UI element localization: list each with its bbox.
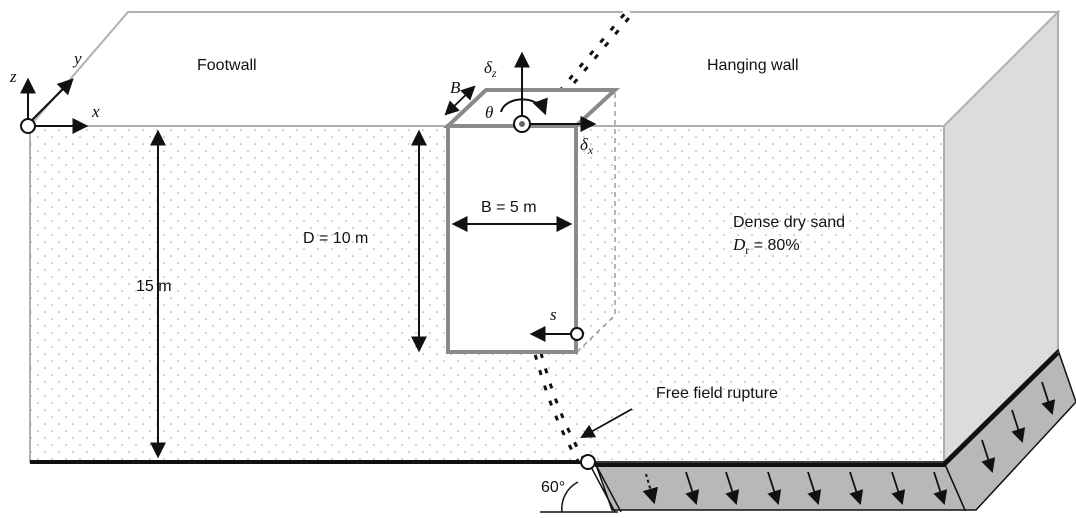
soil-name-label: Dense dry sand (733, 214, 845, 231)
fault-plane-line (589, 464, 616, 513)
depth-dimensions: 15 m D = 10 m (136, 129, 427, 459)
slip-node (570, 327, 584, 341)
rupture-label: Free field rupture (656, 385, 778, 402)
width-label: B = 5 m (481, 199, 537, 216)
axis-y-label: y (72, 49, 82, 68)
base-top-edge-right (595, 351, 1060, 467)
displacement-arrow (849, 471, 864, 506)
rotation-arc (500, 97, 548, 116)
depth-15m-label: 15 m (136, 278, 172, 295)
rupture-pointer (580, 408, 633, 439)
displacement-arrow (981, 439, 996, 474)
slip-symbol: s (550, 305, 557, 324)
footwall-label: Footwall (197, 57, 257, 74)
fault-trace-bottom-dash (531, 348, 587, 465)
vertical-disp-symbol: δz (484, 58, 497, 80)
axis-x-label: x (91, 102, 100, 121)
relative-density-label: Dr = 80% (732, 235, 800, 257)
rupture-callout: Free field rupture (580, 385, 778, 470)
caisson (442, 88, 621, 354)
origin-node (20, 118, 36, 134)
width-symbol: B (450, 78, 461, 97)
displacement-arrow (767, 471, 782, 506)
rotation-symbol: θ (485, 103, 493, 122)
reference-node-center (519, 121, 525, 127)
coordinate-system: z y x (9, 49, 100, 134)
displacement-arrow (685, 471, 700, 506)
axis-z-label: z (9, 67, 17, 86)
displacement-arrow (807, 471, 822, 506)
caisson-front-face (446, 124, 578, 354)
rupture-tip-node (580, 454, 596, 470)
horizontal-disp-symbol: δx (580, 135, 594, 157)
dip-angle-label: 60° (541, 479, 565, 496)
hanging-wall-base-front (593, 461, 967, 511)
displacement-arrows (642, 381, 1056, 506)
displacement-arrow (933, 471, 948, 506)
hanging-wall-label: Hanging wall (707, 57, 799, 74)
width-arrow-top (444, 85, 476, 116)
hanging-wall-base-side (943, 348, 1076, 511)
displacement-arrow (1011, 409, 1026, 444)
displacement-arrow (891, 471, 906, 506)
dip-arc (561, 481, 579, 513)
embedment-label: D = 10 m (303, 230, 368, 247)
caisson-annotations: B δz δx θ B = 5 m s (444, 51, 597, 342)
dip-angle-symbol: 60° (540, 479, 618, 513)
displacement-arrow (725, 471, 740, 506)
displacement-arrow (1041, 381, 1056, 416)
displacement-arrow-dotted (642, 473, 658, 505)
fault-plane-line-2 (595, 464, 622, 513)
y-axis (27, 78, 74, 125)
